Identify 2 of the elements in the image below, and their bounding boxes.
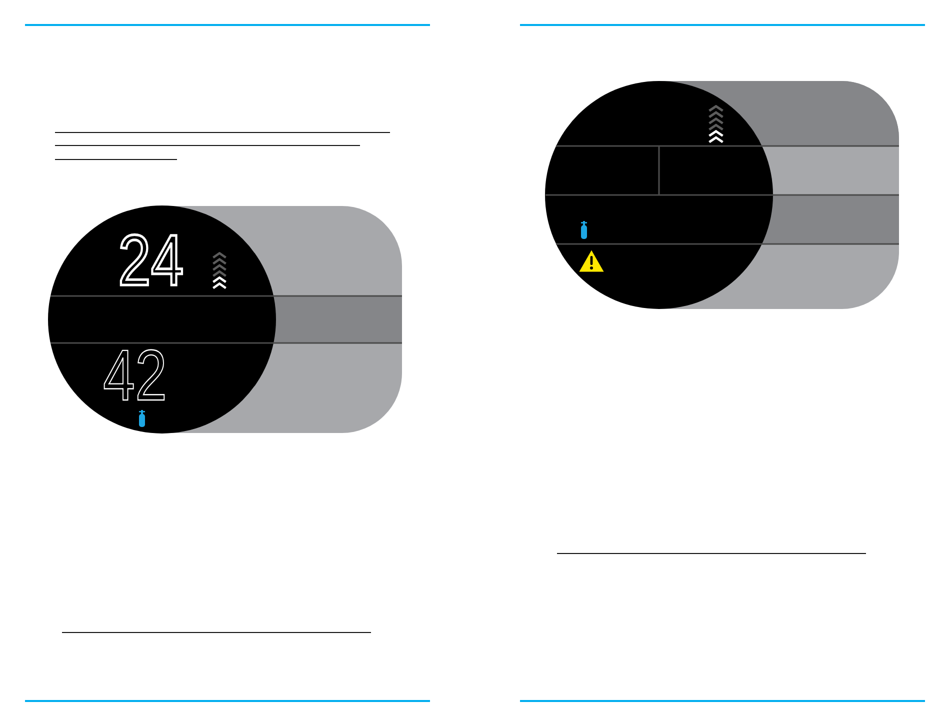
outlined-number: 42 [103,350,168,402]
outlined-number: 24 [118,235,184,287]
